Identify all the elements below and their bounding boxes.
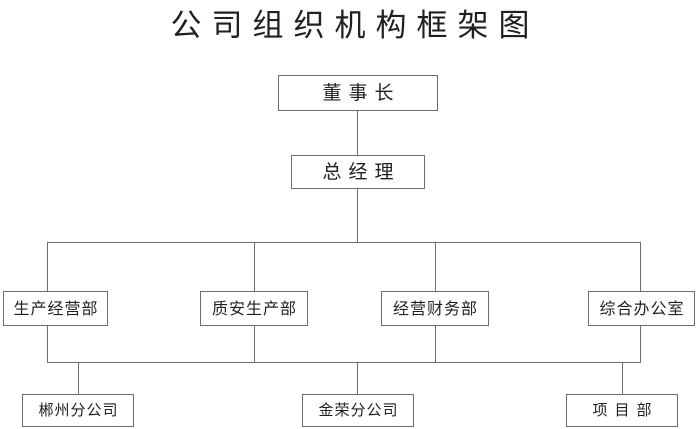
connector-drop-general-office	[640, 242, 641, 291]
connector-stem-quality-safety-production	[254, 325, 255, 362]
node-chairman-label: 董事长	[322, 81, 401, 104]
node-production-operations-label: 生产经营部	[13, 298, 99, 318]
node-operations-finance[interactable]: 经营财务部	[381, 291, 489, 326]
connector-branch-bus	[47, 362, 641, 363]
node-general-manager-label: 总经理	[322, 160, 401, 183]
connector-drop-operations-finance	[435, 242, 436, 291]
node-general-manager[interactable]: 总经理	[291, 155, 425, 189]
connector-stem-operations-finance	[435, 325, 436, 362]
connector-drop-chenzhou-branch	[78, 362, 79, 394]
node-production-operations[interactable]: 生产经营部	[3, 291, 108, 326]
connector-drop-project-department	[622, 362, 623, 394]
connector-stem-general-office	[640, 325, 641, 362]
connector-drop-quality-safety-production	[254, 242, 255, 291]
connector-chairman-to-general-manager	[357, 110, 358, 155]
connector-drop-jinrong-branch	[357, 362, 358, 394]
connector-drop-production-operations	[47, 242, 48, 291]
node-project-department[interactable]: 项目部	[566, 394, 678, 427]
node-jinrong-branch[interactable]: 金荣分公司	[302, 394, 414, 427]
node-project-department-label: 项目部	[592, 401, 659, 419]
node-quality-safety-production[interactable]: 质安生产部	[200, 291, 308, 326]
connector-department-bus	[47, 242, 640, 243]
node-general-office[interactable]: 综合办公室	[588, 291, 695, 326]
page-title: 公司组织机构框架图	[170, 8, 540, 44]
node-general-office-label: 综合办公室	[599, 298, 685, 318]
node-chairman[interactable]: 董事长	[278, 75, 438, 111]
node-chenzhou-branch-label: 郴州分公司	[38, 401, 119, 419]
connector-stem-production-operations	[47, 325, 48, 362]
connector-general-manager-stem	[357, 188, 358, 242]
node-operations-finance-label: 经营财务部	[392, 298, 478, 318]
node-chenzhou-branch[interactable]: 郴州分公司	[22, 394, 134, 427]
node-jinrong-branch-label: 金荣分公司	[318, 401, 399, 419]
node-quality-safety-production-label: 质安生产部	[211, 298, 297, 318]
